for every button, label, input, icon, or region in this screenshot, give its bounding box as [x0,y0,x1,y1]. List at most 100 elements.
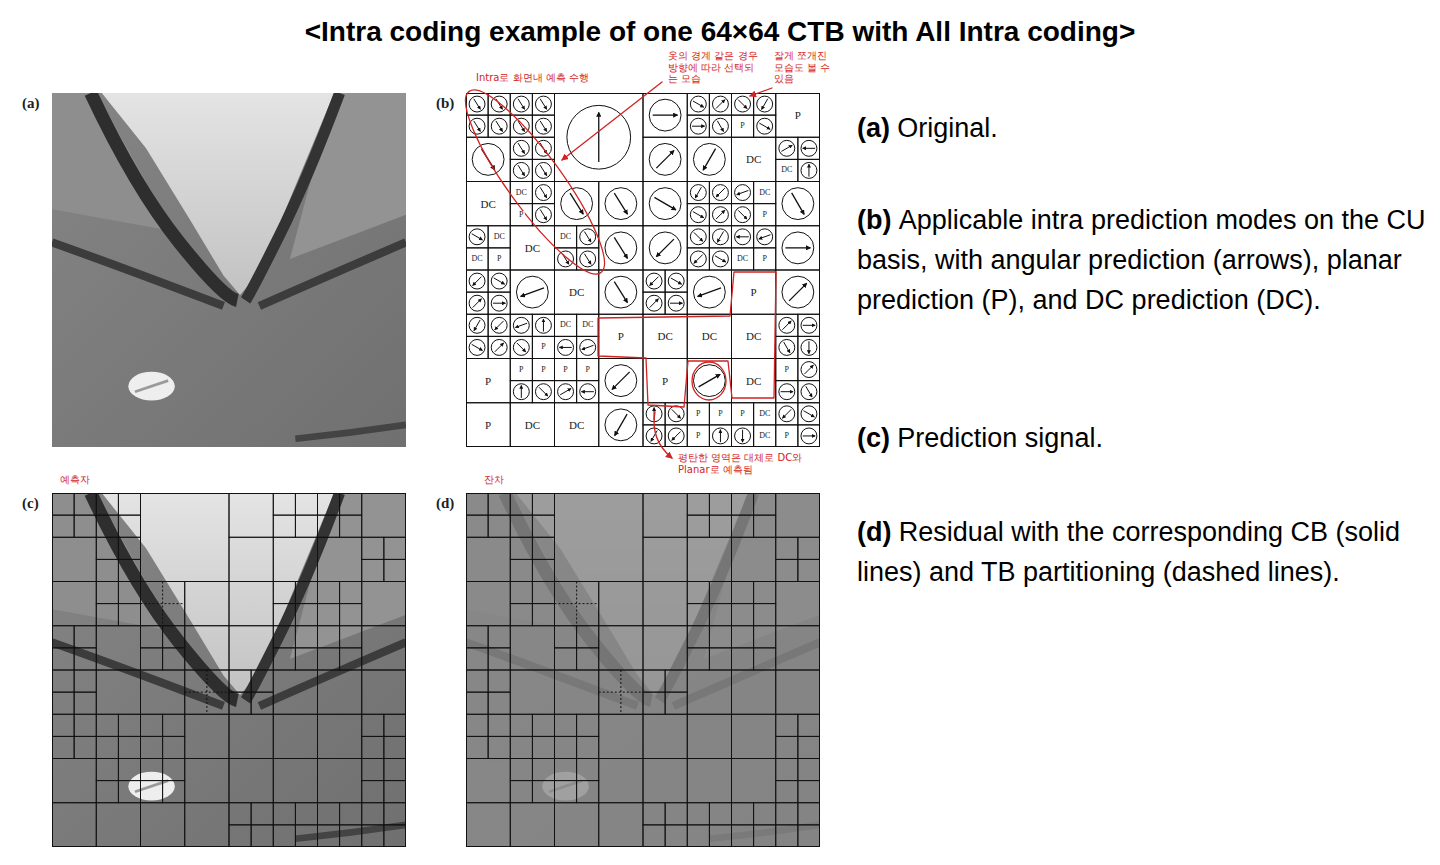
cb-line [754,648,776,670]
cb-line [732,537,776,581]
cu-block [532,336,554,358]
cb-line [384,736,406,758]
cb-line [96,582,118,604]
cb-line [96,604,118,626]
residual-image [466,493,820,847]
angular-arrow [742,430,743,442]
cb-line [732,670,776,714]
mode-circle [469,273,485,289]
angular-arrow [808,164,809,176]
cb-line [532,714,554,736]
cu-block [488,115,510,137]
cb-line [163,714,185,736]
angular-arrow [738,210,747,219]
cu-block [776,182,820,226]
angular-arrow [496,121,503,132]
angular-arrow [672,409,681,418]
angular-arrow [803,148,815,149]
mode-circle [646,428,662,444]
angular-arrow [518,165,525,176]
angular-arrow [584,232,591,243]
cu-block [532,359,554,381]
angular-arrow [540,165,547,176]
cb-line [532,759,554,781]
cb-line [141,582,185,626]
mode-circle [558,339,574,355]
cb-line [52,648,74,670]
cb-line [52,670,74,692]
mode-circle [646,273,662,289]
cb-line [577,736,599,758]
cu-block [488,93,510,115]
panel-description: (c)Prediction signal. [857,418,1432,458]
cu-block [732,359,776,403]
cu-block [488,226,510,248]
cu-block [732,248,754,270]
cu-block [776,93,820,137]
cb-line [776,825,798,847]
mode-label: P [739,410,745,418]
cb-line [273,582,295,604]
cb-line [141,714,163,736]
cb-line [665,692,687,714]
cb-line [488,670,510,692]
cu-block [488,336,510,358]
cb-line [251,803,273,825]
cb-line [555,670,599,714]
cb-line [776,803,798,825]
cu-block [687,359,731,403]
cb-line [362,714,384,736]
tb-line [185,692,229,693]
mode-label: DC [568,287,585,298]
cu-block [599,226,643,270]
cb-line [643,537,687,581]
cb-line [510,781,532,803]
description-text: Prediction signal. [897,423,1103,453]
cb-line [185,714,229,758]
mode-label: DC [745,154,762,165]
cb-line [74,670,96,692]
mode-label: P [761,255,767,263]
cb-line [384,803,406,825]
description-text: Residual with the corresponding CB (soli… [857,517,1400,587]
angular-arrow [474,99,481,110]
cu-block [577,226,599,248]
mode-circle [801,317,817,333]
cb-line [555,803,599,847]
mode-label: P [695,410,701,418]
cb-line [665,670,687,692]
angular-arrow [473,277,482,286]
cb-line [318,515,340,537]
cu-block [532,159,554,181]
cb-line [510,493,532,515]
angular-arrow [789,283,807,301]
cb-line [96,670,140,714]
angular-arrow [782,321,791,330]
cu-block [798,314,820,336]
cu-block [466,270,488,292]
cu-block [532,204,554,226]
cb-line [273,648,295,670]
cb-line [74,626,96,648]
mode-circle [782,232,814,264]
cb-line [96,781,118,803]
cb-line [52,759,96,803]
angular-arrow [582,345,594,349]
cb-line [141,670,185,714]
cb-line [295,825,317,847]
cb-line [510,759,532,781]
cb-line [776,736,798,758]
cb-line [709,515,731,537]
cu-block [709,115,731,137]
mode-label: DC [493,233,506,241]
cb-line [295,604,317,626]
angular-arrow [559,347,571,348]
mode-circle [801,362,817,378]
cb-line [362,736,384,758]
cb-line [555,759,577,781]
cb-line [466,582,510,626]
mode-circle [712,207,728,223]
mode-circle [513,162,529,178]
mode-label: P [484,375,492,386]
cu-block [577,336,599,358]
